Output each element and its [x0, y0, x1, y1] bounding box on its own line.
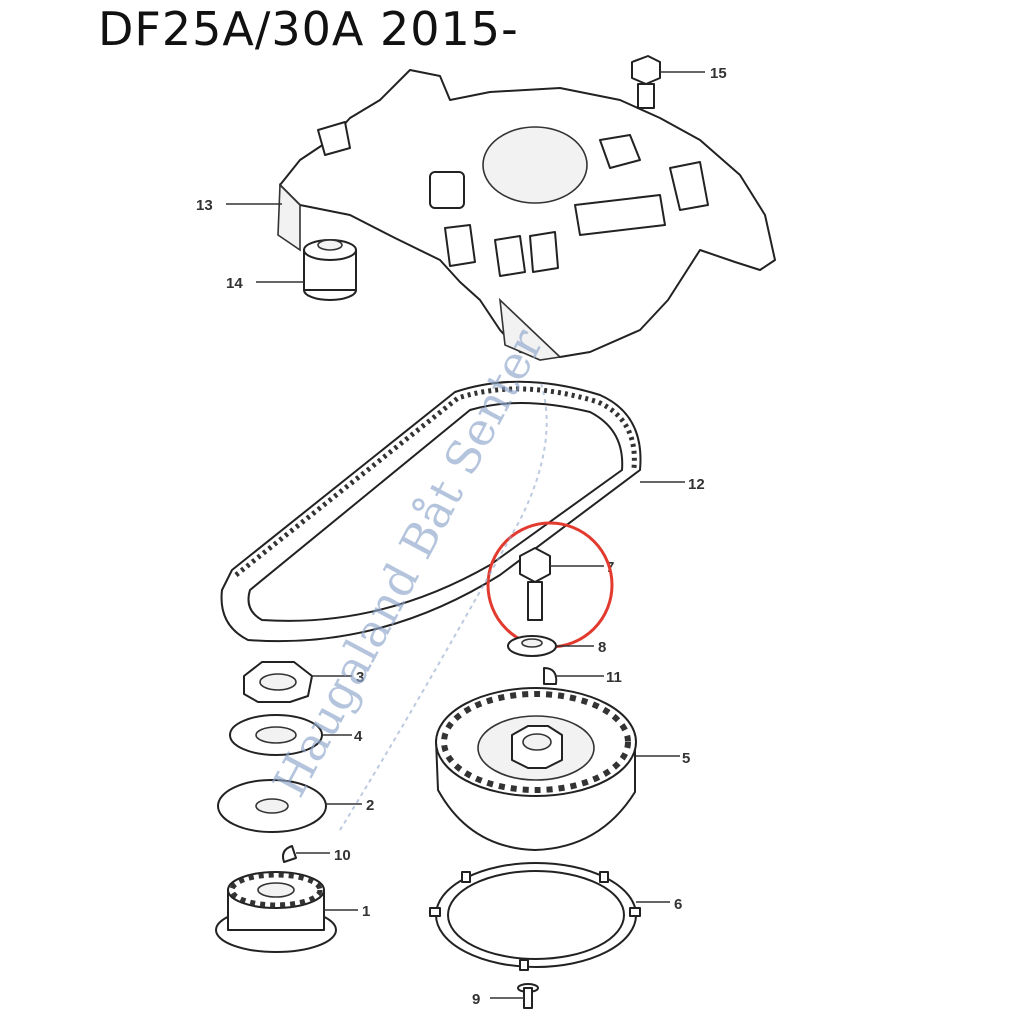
callout-6: 6	[674, 896, 682, 913]
part-3-nut[interactable]: 3	[243, 661, 364, 703]
highlight-circle	[486, 521, 614, 649]
part-4-washer[interactable]: 4	[229, 714, 363, 756]
part-6-sensor-ring[interactable]: 6	[429, 862, 682, 971]
part-12-timing-belt[interactable]: 12	[220, 380, 705, 643]
callout-4: 4	[354, 728, 363, 745]
callout-10: 10	[334, 847, 351, 864]
part-15-bolt[interactable]: 15	[631, 55, 727, 109]
callout-12: 12	[688, 476, 705, 493]
part-1-crankshaft-pulley[interactable]: 1	[215, 871, 370, 953]
callout-2: 2	[366, 797, 374, 814]
callout-1: 1	[362, 903, 370, 920]
part-11-key[interactable]: 11	[543, 667, 622, 686]
callout-9: 9	[472, 991, 480, 1008]
callout-13: 13	[196, 197, 213, 214]
callout-14: 14	[226, 275, 243, 292]
part-2-plate[interactable]: 2	[217, 779, 374, 833]
callout-3: 3	[356, 669, 364, 686]
part-8-washer[interactable]: 8	[507, 635, 606, 657]
callout-5: 5	[682, 750, 690, 767]
part-5-camshaft-pulley[interactable]: 5	[435, 687, 690, 851]
part-10-key[interactable]: 10	[282, 845, 351, 864]
callout-11: 11	[606, 669, 622, 686]
diagram-title: DF25A/30A 2015-	[98, 2, 519, 56]
callout-8: 8	[598, 639, 606, 656]
part-9-screw[interactable]: 9	[472, 983, 539, 1009]
part-13-timing-belt-cover[interactable]	[277, 69, 776, 361]
part-7-bolt[interactable]: 7	[519, 547, 614, 621]
part-14-grommet[interactable]: 14	[226, 239, 357, 301]
callout-15: 15	[710, 65, 727, 82]
